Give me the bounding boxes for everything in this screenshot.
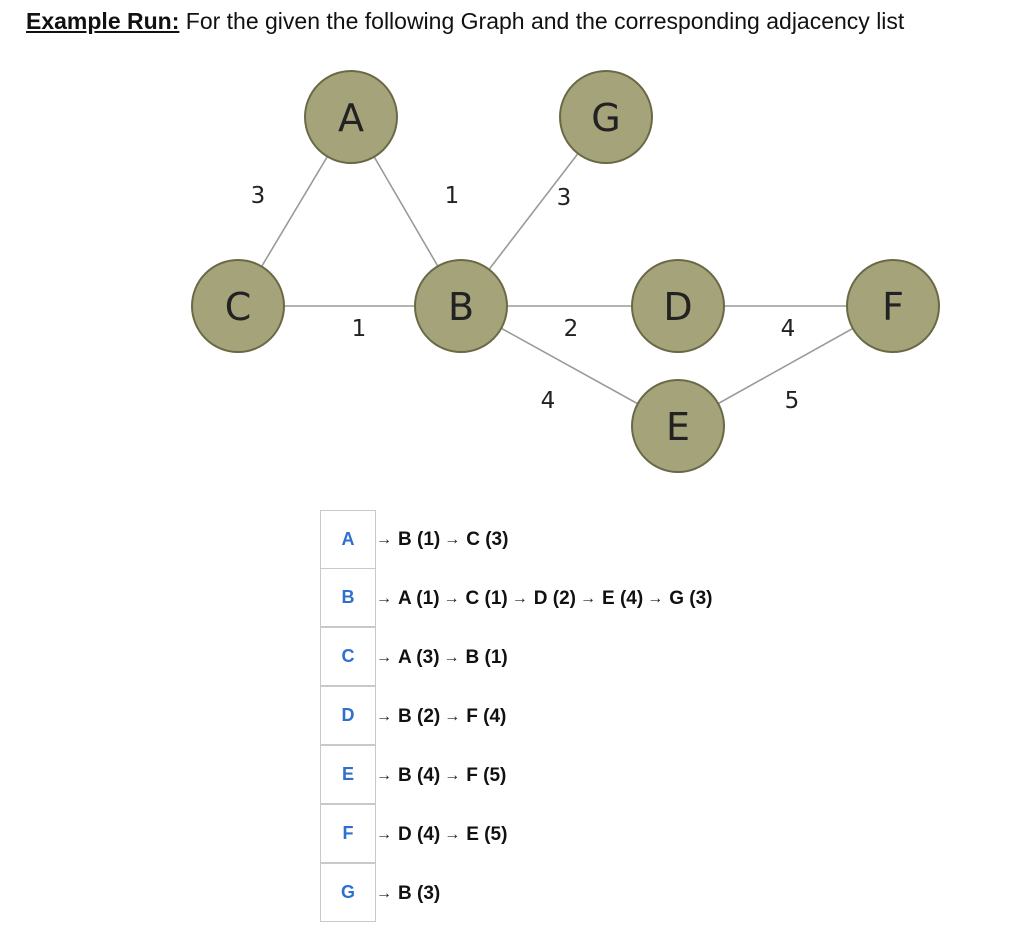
edge-weight-a-c: 3 bbox=[251, 183, 266, 209]
neighbor-entry: E (5) bbox=[466, 823, 508, 845]
node-circle-c bbox=[191, 259, 285, 353]
arrow-icon: → bbox=[444, 766, 461, 784]
edge-weight-d-f: 4 bbox=[781, 316, 796, 342]
arrow-icon: → bbox=[376, 766, 392, 784]
neighbor-entry: C (1) bbox=[465, 587, 508, 609]
arrow-icon: → bbox=[444, 707, 461, 725]
neighbor-entry: E (4) bbox=[602, 587, 644, 609]
adjacency-key: A bbox=[320, 510, 376, 569]
node-circle-e bbox=[631, 379, 725, 473]
adjacency-neighbors: →B (2)→F (4) bbox=[376, 687, 506, 746]
arrow-icon: → bbox=[444, 530, 461, 548]
arrow-icon: → bbox=[376, 648, 392, 666]
neighbor-entry: G (3) bbox=[669, 587, 713, 609]
neighbor-entry: C (3) bbox=[466, 528, 509, 550]
adjacency-key: D bbox=[320, 686, 376, 745]
adjacency-neighbors: →A (1)→C (1)→D (2)→E (4)→G (3) bbox=[376, 569, 712, 628]
adjacency-key: F bbox=[320, 804, 376, 863]
page-heading: Example Run: For the given the following… bbox=[26, 8, 904, 35]
edge-weight-b-d: 2 bbox=[564, 316, 579, 342]
neighbor-entry: F (4) bbox=[466, 705, 507, 727]
neighbor-entry: B (2) bbox=[398, 705, 441, 727]
arrow-icon: → bbox=[443, 648, 460, 666]
neighbor-entry: D (2) bbox=[533, 587, 576, 609]
node-b: B bbox=[414, 259, 508, 353]
node-circle-f bbox=[846, 259, 940, 353]
node-circle-g bbox=[559, 70, 653, 164]
neighbor-entry: A (1) bbox=[398, 587, 440, 609]
neighbor-entry: B (1) bbox=[465, 646, 508, 668]
arrow-icon: → bbox=[376, 825, 392, 843]
arrow-icon: → bbox=[376, 707, 392, 725]
arrow-icon: → bbox=[376, 530, 392, 548]
node-label-f: F bbox=[882, 285, 904, 329]
node-circle-a bbox=[304, 70, 398, 164]
arrow-icon: → bbox=[511, 589, 528, 607]
adjacency-neighbors: →A (3)→B (1) bbox=[376, 628, 508, 687]
heading-lead: Example Run: bbox=[26, 8, 180, 34]
neighbor-entry: F (5) bbox=[466, 764, 507, 786]
edge-weight-a-b: 1 bbox=[445, 183, 460, 209]
node-label-a: A bbox=[338, 96, 364, 140]
node-circle-b bbox=[414, 259, 508, 353]
neighbor-entry: B (3) bbox=[398, 882, 441, 904]
node-label-c: C bbox=[225, 285, 252, 329]
edge-weight-b-g: 3 bbox=[557, 185, 572, 211]
heading-text: For the given the following Graph and th… bbox=[179, 8, 905, 34]
node-d: D bbox=[631, 259, 725, 353]
neighbor-entry: D (4) bbox=[398, 823, 441, 845]
node-label-d: D bbox=[663, 285, 692, 329]
weights-layer: 3 1 3 1 2 4 4 5 bbox=[251, 183, 800, 414]
arrow-icon: → bbox=[580, 589, 596, 607]
node-g: G bbox=[559, 70, 653, 164]
node-a: A bbox=[304, 70, 398, 164]
neighbor-entry: B (4) bbox=[398, 764, 441, 786]
arrow-icon: → bbox=[444, 825, 461, 843]
weighted-graph: 3 1 3 1 2 4 4 5 A B C D E F G bbox=[191, 70, 940, 473]
node-label-g: G bbox=[591, 96, 620, 140]
adjacency-neighbors: →B (1)→C (3) bbox=[376, 510, 508, 569]
adjacency-key: B bbox=[320, 568, 376, 627]
edges-layer bbox=[237, 116, 894, 427]
neighbor-entry: B (1) bbox=[398, 528, 441, 550]
arrow-icon: → bbox=[376, 589, 392, 607]
node-label-e: E bbox=[666, 405, 690, 449]
node-c: C bbox=[191, 259, 285, 353]
adjacency-neighbors: →B (4)→F (5) bbox=[376, 746, 506, 805]
edge-weight-c-b: 1 bbox=[352, 316, 367, 342]
adjacency-key: G bbox=[320, 863, 376, 922]
adjacency-key: C bbox=[320, 627, 376, 686]
arrow-icon: → bbox=[443, 589, 460, 607]
edge-weight-b-e: 4 bbox=[541, 388, 556, 414]
node-f: F bbox=[846, 259, 940, 353]
node-e: E bbox=[631, 379, 725, 473]
neighbor-entry: A (3) bbox=[398, 646, 440, 668]
arrow-icon: → bbox=[376, 884, 392, 902]
adjacency-key: E bbox=[320, 745, 376, 804]
adjacency-neighbors: → B (3) bbox=[376, 864, 440, 923]
arrow-icon: → bbox=[647, 589, 664, 607]
node-circle-d bbox=[631, 259, 725, 353]
node-label-b: B bbox=[448, 285, 474, 329]
nodes-layer: A B C D E F G bbox=[191, 70, 940, 473]
edge-weight-e-f: 5 bbox=[785, 388, 800, 414]
adjacency-neighbors: →D (4)→E (5) bbox=[376, 805, 507, 864]
